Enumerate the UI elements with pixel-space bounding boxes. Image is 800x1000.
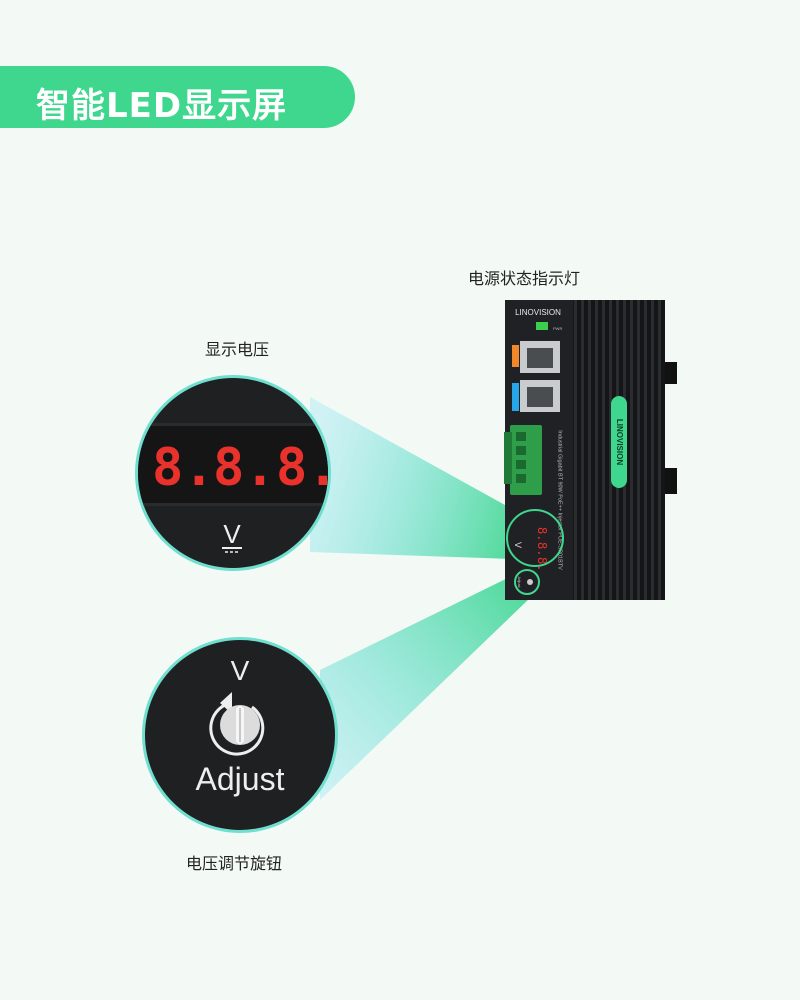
zoom-display-digits: 8. 8. 8.	[152, 438, 339, 498]
port-label-out	[512, 383, 519, 411]
power-terminal	[504, 425, 542, 495]
zoom-display-unit: V	[223, 519, 241, 549]
display-voltage-label: 显示电压	[205, 340, 270, 359]
device-unit-small: V	[513, 542, 523, 548]
svg-text:8.: 8.	[535, 542, 549, 556]
svg-text:8.: 8.	[535, 527, 549, 541]
digit-2: 8.	[213, 438, 276, 498]
knob-icon	[220, 705, 260, 745]
model-text: Industrial Gigabit BT 90W PoE++ Injector…	[557, 430, 563, 570]
ethernet-port-1	[520, 341, 560, 373]
zoom-adjust-label: Adjust	[196, 761, 285, 797]
knob-label: 电压调节旋钮	[186, 854, 283, 873]
device-body	[505, 300, 665, 600]
pwr-label: PWR	[553, 326, 562, 331]
device-brand: LINOVISION	[515, 308, 561, 317]
beam-display	[310, 397, 540, 560]
device-display-digits: 8. 8. 8.	[535, 527, 549, 571]
pwr-led	[536, 322, 548, 330]
device-adjust-small: Adjust	[517, 576, 522, 588]
device-knob-highlight	[514, 569, 540, 595]
device-knob	[527, 579, 533, 585]
svg-text:8.: 8.	[535, 557, 549, 571]
port-label-in	[512, 345, 519, 367]
zoom-knob-unit: V	[231, 655, 250, 686]
power-indicator-label: 电源状态指示灯	[468, 269, 581, 288]
zoom-display-circle	[135, 375, 331, 571]
digit-3: 8.	[276, 438, 339, 498]
beam-knob	[320, 572, 530, 800]
device-display-highlight	[506, 509, 564, 567]
side-logo: LINOVISION	[615, 419, 624, 465]
side-logo-badge	[611, 396, 627, 488]
digit-1: 8.	[152, 438, 215, 498]
ethernet-port-2	[520, 380, 560, 412]
banner-title: 智能LED显示屏	[36, 86, 288, 126]
title-banner: 智能LED显示屏	[0, 66, 355, 128]
